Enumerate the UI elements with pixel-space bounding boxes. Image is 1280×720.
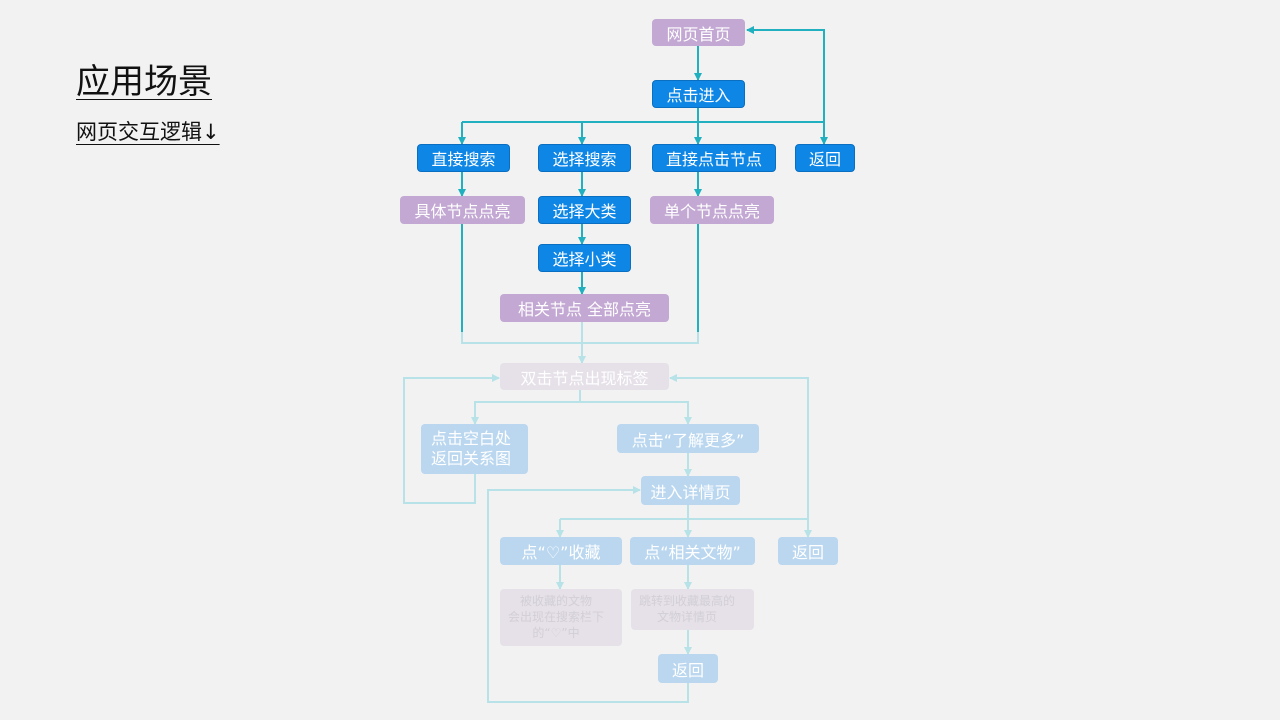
node-back-3: 返回 bbox=[658, 654, 718, 683]
node-click-heart-collect: 点“♡”收藏 bbox=[500, 537, 622, 565]
node-specific-node-light: 具体节点点亮 bbox=[400, 196, 525, 224]
slide-subtitle: 网页交互逻辑↓ bbox=[76, 120, 220, 144]
node-collected-note: 被收藏的文物 会出现在搜索栏下 的“♡”中 bbox=[500, 589, 622, 646]
node-click-learn-more: 点击“了解更多” bbox=[617, 424, 759, 453]
node-select-search: 选择搜索 bbox=[538, 144, 631, 172]
node-double-click-label: 双击节点出现标签 bbox=[500, 363, 669, 390]
node-select-major: 选择大类 bbox=[538, 196, 631, 224]
node-click-enter: 点击进入 bbox=[652, 80, 745, 108]
node-back-1: 返回 bbox=[795, 144, 855, 172]
node-related-nodes-light: 相关节点 全部点亮 bbox=[500, 294, 669, 322]
node-click-blank-return: 点击空白处 返回关系图 bbox=[421, 424, 528, 474]
node-direct-search: 直接搜索 bbox=[417, 144, 510, 172]
node-enter-detail: 进入详情页 bbox=[641, 476, 740, 505]
node-select-minor: 选择小类 bbox=[538, 244, 631, 272]
node-homepage: 网页首页 bbox=[652, 19, 745, 46]
node-click-related-relics: 点“相关文物” bbox=[630, 537, 755, 565]
node-single-node-light: 单个节点点亮 bbox=[650, 196, 774, 224]
node-jump-note: 跳转到收藏最高的 文物详情页 bbox=[631, 589, 754, 630]
slide-title: 应用场景 bbox=[76, 62, 212, 102]
node-back-2: 返回 bbox=[778, 537, 838, 565]
node-direct-click-node: 直接点击节点 bbox=[652, 144, 776, 172]
